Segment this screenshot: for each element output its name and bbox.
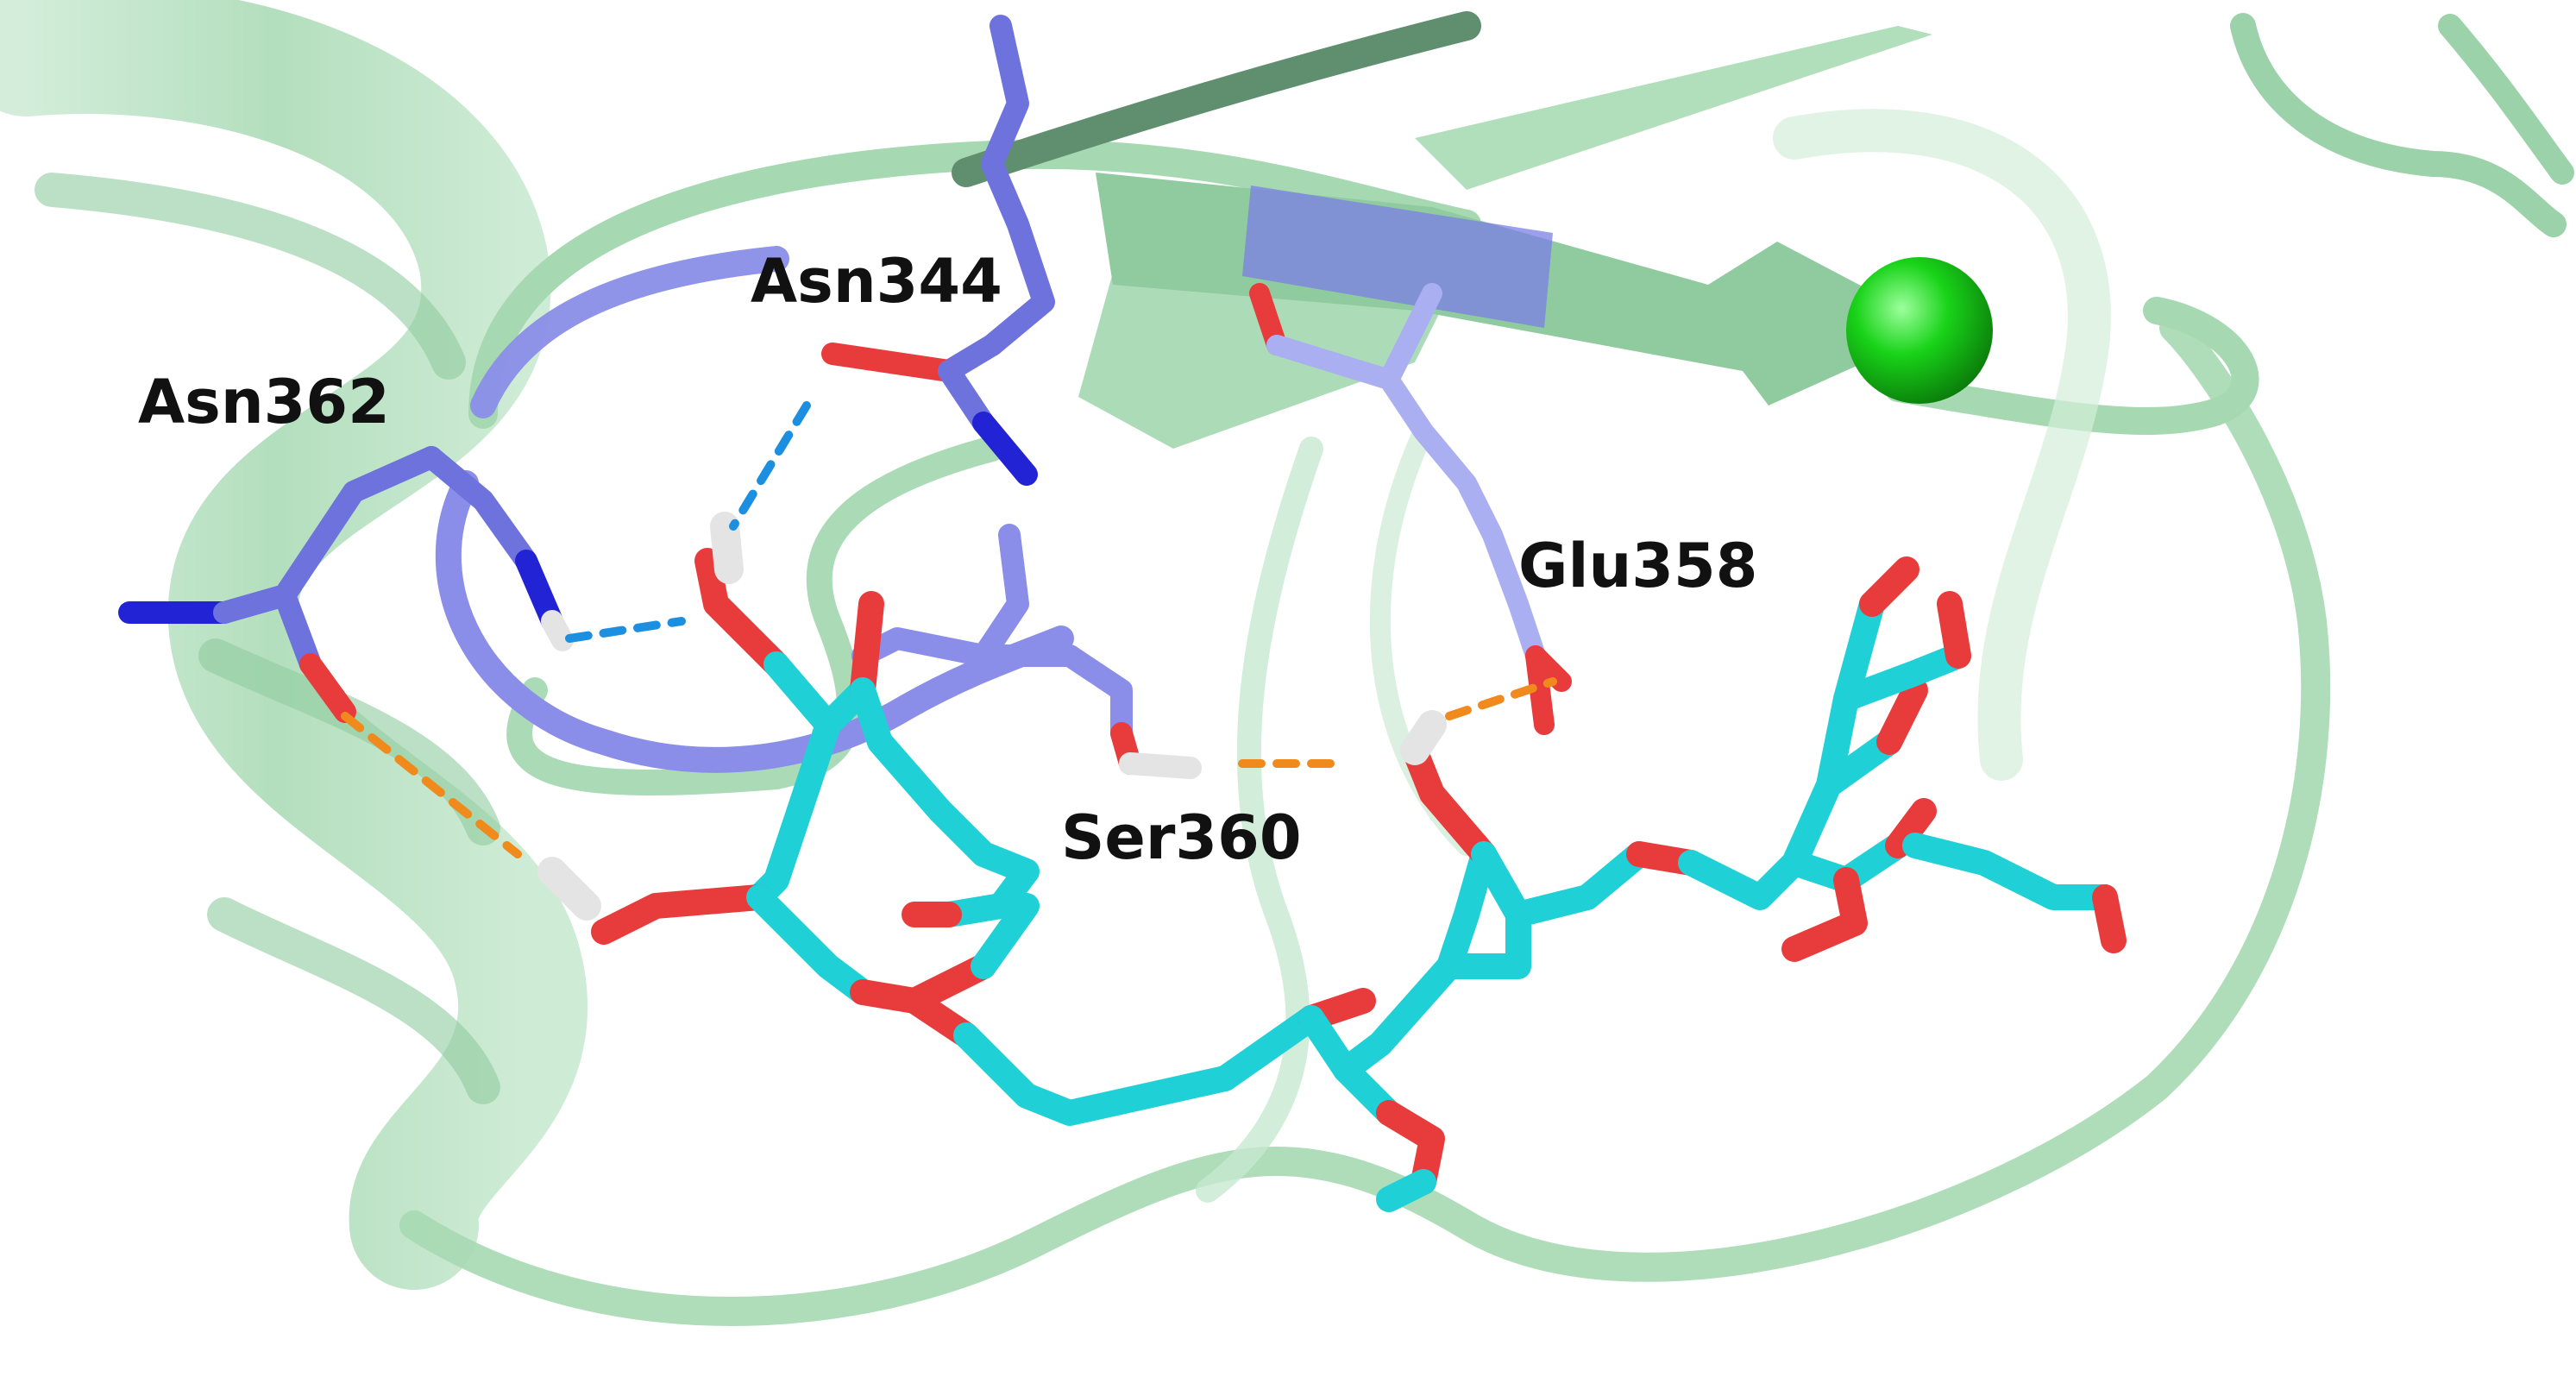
helix-left-shade [35,173,500,1104]
loop-back [1196,437,1323,1203]
hydrogen-bonds [341,401,1557,858]
residue-asn362 [118,446,574,723]
loop-right [1884,297,2259,436]
backbone-loop-blue-top [470,246,789,418]
beta-sheet [1078,26,1941,449]
residue-glu358 [1249,283,1572,735]
strand-top [952,11,1481,187]
hbond-asn362-n [565,617,686,643]
hbond-glu358 [1445,677,1557,720]
hbond-asn344 [729,401,811,531]
beta-strand-upper [1415,26,1932,190]
label-ser360: Ser360 [1061,802,1302,873]
loop-main [468,139,1481,429]
hbond-asn362-o [341,712,522,858]
loop-lower [399,313,2331,1326]
loop-top-right [2230,13,2567,237]
ligand [537,512,2127,1212]
backbone-loop-blue [435,470,1074,773]
label-asn344: Asn344 [751,246,1002,317]
residue-ser360 [851,524,1202,779]
label-asn362: Asn362 [138,367,390,437]
beta-strand-tint [1242,185,1553,328]
helix-left [0,0,588,1290]
label-glu358: Glu358 [1518,531,1757,601]
metal-ion-sphere [1846,257,1993,404]
residue-asn344 [821,15,1055,486]
loop-top-right-2 [2438,14,2574,185]
loop-right-back [1773,109,2111,781]
protein-ribbon [0,0,2574,1326]
